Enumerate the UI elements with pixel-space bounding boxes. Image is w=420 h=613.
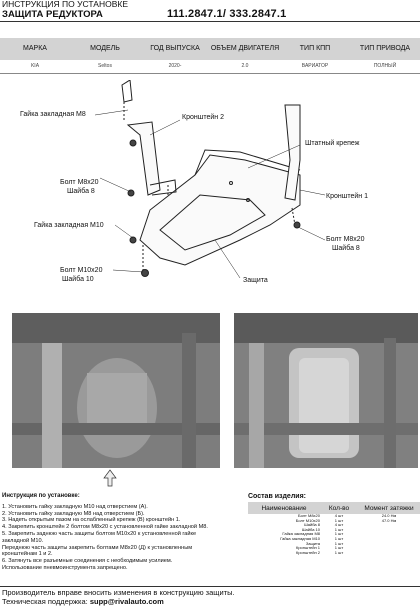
- spec-value-cell: KIA: [30, 63, 40, 69]
- spec-value-row: KIA Seltos 2020- 2.0 ВАРИАТОР ПОЛНЫЙ: [0, 60, 420, 72]
- composition-row: Кронштейн 1 1 шт: [248, 546, 420, 551]
- spec-header-cell: ТИП ПРИВОДА: [350, 38, 420, 60]
- part-name: Болт M8x20: [297, 513, 320, 518]
- instruction-line: 1. Установить гайку закладную M10 над от…: [2, 503, 148, 510]
- spec-header-cell: ТИП КПП: [280, 38, 350, 60]
- instruction-line: 2. Установить гайку закладную M8 над отв…: [2, 510, 145, 517]
- label-guard: Защита: [243, 277, 268, 284]
- part-qty: 1 шт: [334, 531, 344, 537]
- instruction-line: кронштейнам 1 и 2.: [2, 551, 53, 558]
- composition-header-cell: Наименование: [248, 502, 320, 514]
- instruction-line: закладной M10.: [2, 537, 44, 544]
- label-bolt-m8-right: Болт M8x20: [326, 236, 365, 243]
- assembly-diagram: Гайка закладная M8 Кронштейн 2 Штатный к…: [0, 79, 420, 300]
- part-qty: 1 шт: [334, 549, 344, 555]
- part-name: Кронштейн 1: [296, 545, 320, 551]
- photo-after-install: [234, 313, 418, 468]
- photo-before-install: [12, 313, 220, 468]
- composition-table: Наименование Кол-во Момент затяжки Болт …: [248, 502, 420, 555]
- spec-header-cell: МОДЕЛЬ: [70, 38, 140, 60]
- direction-arrows: [103, 469, 117, 487]
- support-email[interactable]: supp@rivalauto.com: [89, 597, 164, 606]
- spec-value-cell: ПОЛНЫЙ: [373, 63, 397, 69]
- label-bolt-m8-left: Болт M8x20: [60, 179, 99, 186]
- spec-value-cell: 2020-: [168, 63, 182, 69]
- footer: Производитель вправе вносить изменения в…: [2, 588, 235, 606]
- arrow-up-icon: [103, 469, 117, 487]
- part-name: Защита: [305, 540, 320, 546]
- part-qty: 4 шт: [334, 522, 344, 528]
- label-bracket-1: Кронштейн 1: [326, 193, 368, 200]
- label-nut-m10: Гайка закладная M10: [34, 222, 104, 229]
- composition-title: Состав изделия:: [248, 493, 306, 500]
- composition-row: Защита 1 шт: [248, 540, 420, 547]
- composition-header-cell: Кол-во: [320, 502, 358, 514]
- composition-row: Кронштейн 2 1 шт: [248, 549, 420, 556]
- part-qty: 1 шт: [334, 540, 344, 546]
- composition-row: Болт M8x20 4 шт 24.0 Нм: [248, 513, 420, 519]
- instruction-line: 6. Затянуть все разъемные соединения с н…: [2, 558, 173, 565]
- footer-divider: [0, 586, 420, 587]
- label-bolt-m10: Болт M10x20: [60, 267, 103, 274]
- composition-header-cell: Момент затяжки: [358, 502, 420, 514]
- doc-title: ИНСТРУКЦИЯ ПО УСТАНОВКЕ: [2, 0, 128, 9]
- part-qty: 1 шт: [334, 526, 344, 532]
- part-name: Болт M10x20: [295, 517, 320, 523]
- label-washer-8-left: Шайба 8: [67, 188, 95, 195]
- part-name: Гайка закладная M8: [282, 531, 320, 537]
- support-label: Техническая поддержка:: [2, 597, 90, 606]
- instruction-line: 5. Закрепить заднюю часть защиты болтом …: [2, 530, 197, 537]
- guard-drawing: [94, 79, 326, 279]
- composition-header-row: Наименование Кол-во Момент затяжки: [248, 502, 420, 514]
- instruction-line: 4. Закрепить кронштейн 2 болтом M8x20 с …: [2, 524, 208, 531]
- install-instructions: Инструкция по установке: 1. Установить г…: [2, 493, 242, 572]
- label-regular-mount: Штатный крепеж: [305, 140, 360, 147]
- spec-header-cell: МАРКА: [0, 38, 70, 60]
- footer-support: Техническая поддержка: supp@rivalauto.co…: [2, 597, 235, 606]
- part-name: Гайка закладная M10: [280, 535, 320, 541]
- photo-before-graphic: [12, 313, 220, 468]
- footer-disclaimer: Производитель вправе вносить изменения в…: [2, 588, 235, 597]
- doc-subtitle: ЗАЩИТА РЕДУКТОРА: [2, 9, 103, 20]
- spec-value-cell: Seltos: [98, 63, 112, 69]
- product-codes: 111.2847.1/ 333.2847.1: [167, 8, 287, 20]
- label-washer-10: Шайба 10: [62, 276, 94, 283]
- instruction-line: Переднюю часть защиты закрепить болтами …: [2, 544, 193, 551]
- composition-row: Гайка закладная M10 1 шт: [248, 535, 420, 542]
- label-bracket-2: Кронштейн 2: [182, 114, 224, 121]
- spec-table: МАРКА МОДЕЛЬ ГОД ВЫПУСКА ОБЪЕМ ДВИГАТЕЛЯ…: [0, 38, 420, 72]
- spec-header-cell: ГОД ВЫПУСКА: [140, 38, 210, 60]
- part-torque: 24.0 Нм: [381, 513, 397, 518]
- part-name: Кронштейн 2: [296, 549, 320, 555]
- part-torque: 47.0 Нм: [381, 517, 397, 523]
- part-qty: 1 шт: [334, 545, 344, 551]
- label-washer-8-right: Шайба 8: [332, 245, 360, 252]
- label-nut-m8: Гайка закладная M8: [20, 111, 86, 118]
- spec-header-row: МАРКА МОДЕЛЬ ГОД ВЫПУСКА ОБЪЕМ ДВИГАТЕЛЯ…: [0, 38, 420, 60]
- part-qty: 1 шт: [334, 517, 344, 523]
- spec-header-cell: ОБЪЕМ ДВИГАТЕЛЯ: [210, 38, 280, 60]
- instruction-line: 3. Надеть открытым пазом на ослабленный …: [2, 517, 181, 524]
- part-qty: 4 шт: [334, 513, 344, 518]
- composition-row: Гайка закладная M8 1 шт: [248, 532, 420, 537]
- composition-row: Шайба 10 1 шт: [248, 526, 420, 533]
- photo-after-graphic: [234, 313, 418, 468]
- part-name: Шайба 8: [304, 522, 320, 528]
- part-torque: [358, 551, 420, 556]
- part-name: Шайба 10: [301, 526, 320, 532]
- spec-value-cell: ВАРИАТОР: [301, 63, 329, 69]
- composition-section: Состав изделия: Наименование Кол-во Моме…: [248, 493, 420, 555]
- part-qty: 1 шт: [334, 535, 344, 541]
- spec-value-cell: 2.0: [241, 63, 249, 69]
- spec-divider: [0, 73, 420, 74]
- header-divider: [0, 21, 420, 22]
- instruction-line: Использование пневмоинструмента запрещен…: [2, 564, 128, 571]
- composition-row: Шайба 8 4 шт: [248, 523, 420, 528]
- instructions-heading: Инструкция по установке:: [2, 493, 80, 499]
- composition-row: Болт M10x20 1 шт 47.0 Нм: [248, 517, 420, 524]
